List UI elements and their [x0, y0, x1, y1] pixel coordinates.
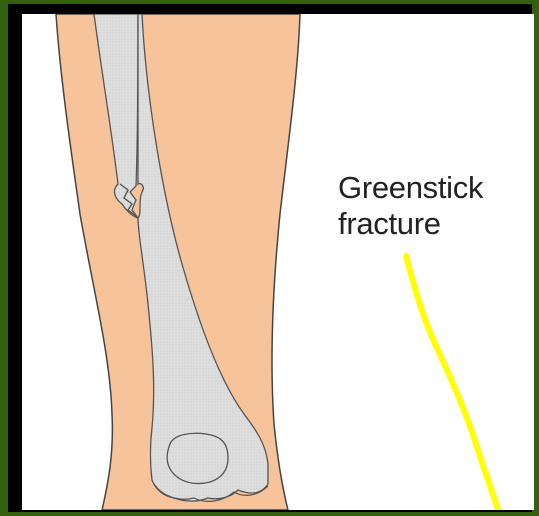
fracture-label-line1: Greenstick [338, 170, 483, 206]
fracture-label-line2: fracture [338, 206, 483, 242]
black-border: Greenstick fracture [8, 4, 532, 512]
pointer-line [406, 256, 498, 510]
diagram-canvas: Greenstick fracture [22, 14, 534, 510]
bone-condyle [167, 433, 228, 483]
greenstick-fracture-illustration [22, 14, 534, 510]
fracture-label: Greenstick fracture [338, 170, 483, 242]
